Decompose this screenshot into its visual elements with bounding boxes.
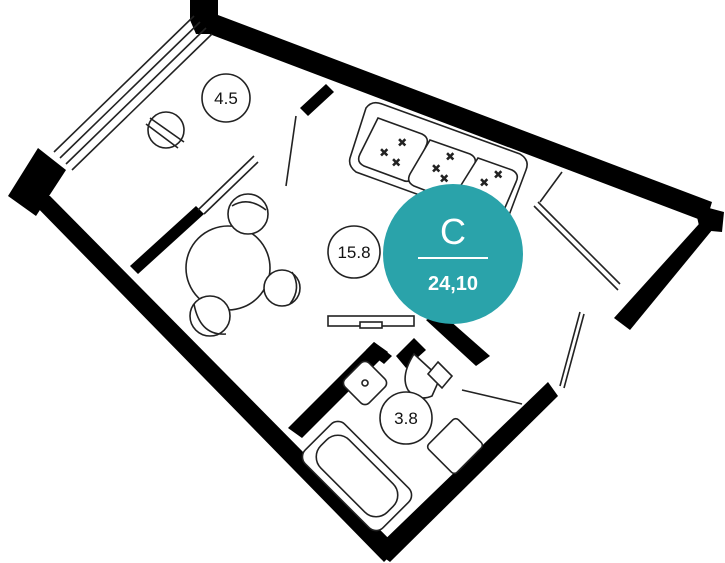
bathroom-area-text: 3.8 [394,409,418,428]
sink [342,360,388,406]
balcony-chair [145,111,185,149]
room-bathroom-label: 3.8 [379,391,433,445]
apartment-type-badge: С 24,10 [383,184,523,324]
wall-bath-notch [366,342,392,364]
room-living-label: 15.8 [327,225,381,279]
badge-circle [383,184,523,324]
wall-partition-left [130,206,204,274]
svg-text:✕: ✕ [446,152,454,163]
svg-text:✕: ✕ [398,138,406,149]
living-area-text: 15.8 [337,243,370,262]
svg-text:✕: ✕ [440,174,448,185]
wall-stub-top [300,84,334,116]
washing-machine [426,417,484,475]
wall-bottom-right [374,382,558,562]
bathroom-fixtures [301,352,484,532]
wall-right [614,214,722,330]
badge-total-area: 24,10 [428,273,478,295]
svg-text:✕: ✕ [380,148,388,159]
balcony-window [53,15,213,171]
wall-corner-left [8,148,66,216]
toilet [404,352,441,399]
outer-walls [8,0,724,562]
wall-partition-living [426,312,490,366]
dining-table [185,225,271,311]
tv-stand [327,315,415,329]
svg-text:✕: ✕ [494,170,502,181]
dining-set [185,193,301,337]
badge-type-letter: С [440,211,466,252]
room-balcony-label: 4.5 [201,73,251,123]
door-lines [197,115,621,405]
wall-bath-top-right [396,338,426,368]
svg-text:✕: ✕ [432,164,440,175]
wall-left [26,196,398,562]
svg-text:✕: ✕ [480,178,488,189]
balcony-area-text: 4.5 [214,89,238,108]
svg-text:✕: ✕ [392,158,400,169]
wall-top [204,12,712,222]
